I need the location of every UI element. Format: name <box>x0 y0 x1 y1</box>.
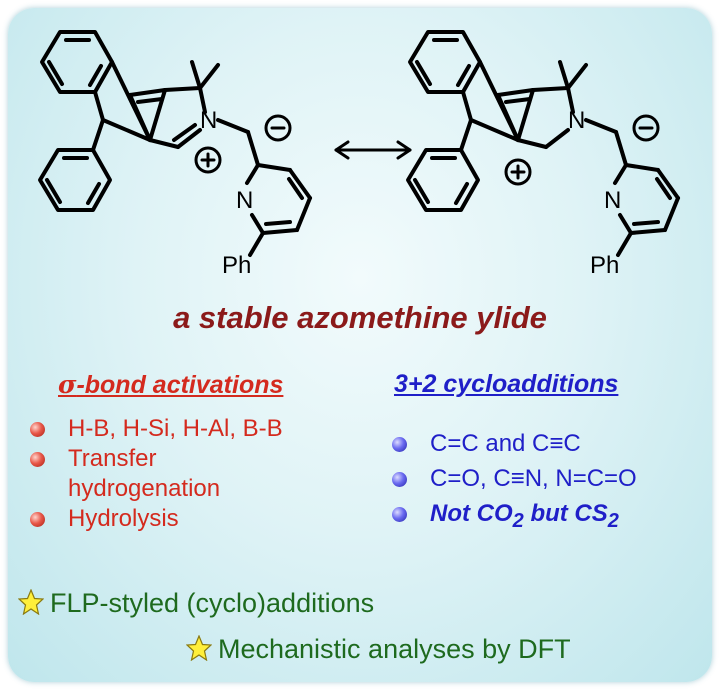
star-icon <box>186 635 212 661</box>
bullet-icon <box>392 472 407 487</box>
pyridine-n-label-left: N <box>236 187 253 214</box>
list-item: Not CO2 but CS2 <box>392 496 720 539</box>
list-item: Transfer <box>30 444 370 474</box>
cycloadditions-header: 3+2 cycloadditions <box>394 370 619 398</box>
right-resonance-structure <box>406 30 680 257</box>
highlight-flp: FLP-styled (cyclo)additions <box>18 588 374 619</box>
bullet-icon <box>392 507 407 522</box>
activation-list: H-B, H-Si, H-Al, B-B Transfer hydrogenat… <box>30 414 370 534</box>
bullet-icon <box>30 422 45 437</box>
highlight-dft: Mechanistic analyses by DFT <box>186 634 571 665</box>
list-item: Hydrolysis <box>30 504 370 534</box>
phenyl-label-right: Ph <box>590 252 619 279</box>
nitrogen-label-left: N <box>200 107 217 134</box>
phenyl-label-left: Ph <box>222 252 251 279</box>
diagram-title: a stable azomethine ylide <box>173 300 547 335</box>
list-item: H-B, H-Si, H-Al, B-B <box>30 414 370 444</box>
sigma-symbol: σ <box>58 370 77 399</box>
bullet-icon <box>392 437 407 452</box>
resonance-arrow <box>334 140 412 160</box>
cycloaddition-list: C=C and C≡C C=O, C≡N, N=C=O Not CO2 but … <box>392 426 720 539</box>
nitrogen-label-right: N <box>568 107 585 134</box>
sigma-bond-activations-header: σ-bond activations <box>58 370 284 399</box>
pyridine-n-label-right: N <box>604 187 621 214</box>
star-icon <box>18 589 44 615</box>
resonance-structures: N N N N Ph Ph <box>38 30 680 279</box>
bullet-icon <box>30 512 45 527</box>
bullet-icon <box>30 452 45 467</box>
list-item: C=O, C≡N, N=C=O <box>392 461 720 496</box>
list-item: C=C and C≡C <box>392 426 720 461</box>
list-item-continuation: hydrogenation <box>68 475 221 502</box>
left-resonance-structure <box>38 30 312 257</box>
background-panel <box>8 8 712 682</box>
